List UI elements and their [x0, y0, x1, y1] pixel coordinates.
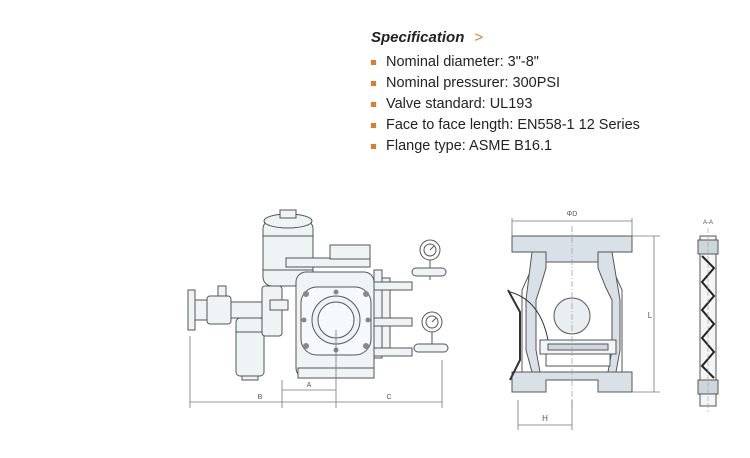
bullet-icon: [371, 60, 376, 65]
spec-item-face-to-face: Face to face length: EN558-1 12 Series: [371, 115, 640, 136]
spec-item-text: Flange type: ASME B16.1: [386, 138, 553, 154]
side-view-drawing: [697, 228, 719, 412]
section-view-drawing: [507, 218, 660, 430]
dimension-d-label: ΦD: [567, 211, 578, 218]
dimension-a-label: A: [307, 382, 312, 389]
spec-item-valve-standard: Valve standard: UL193: [371, 94, 640, 115]
chevron-right-icon[interactable]: >: [474, 29, 484, 46]
dimension-h-label: H: [542, 414, 548, 423]
side-view-label: A-A: [703, 220, 713, 226]
spec-item-flange-type: Flange type: ASME B16.1: [371, 136, 640, 157]
specification-panel: Specification > Nominal diameter: 3"-8" …: [371, 28, 640, 157]
spec-item-nominal-diameter: Nominal diameter: 3"-8": [371, 52, 640, 73]
specification-list: Nominal diameter: 3"-8" Nominal pressure…: [371, 52, 640, 157]
bullet-icon: [371, 102, 376, 107]
specification-title: Specification: [371, 29, 465, 46]
spec-item-text: Nominal diameter: 3"-8": [386, 54, 539, 70]
assembly-view-drawing: [187, 209, 449, 408]
bullet-icon: [371, 123, 376, 128]
spec-item-text: Valve standard: UL193: [386, 96, 533, 112]
bullet-icon: [371, 144, 376, 149]
dimension-l-label: L: [648, 311, 653, 320]
specification-heading[interactable]: Specification >: [371, 28, 640, 48]
spec-item-nominal-pressure: Nominal pressurer: 300PSI: [371, 73, 640, 94]
spec-item-text: Nominal pressurer: 300PSI: [386, 75, 561, 91]
bullet-icon: [371, 81, 376, 86]
spec-item-text: Face to face length: EN558-1 12 Series: [386, 117, 640, 133]
dimension-c-label: C: [386, 394, 391, 401]
dimension-b-label: B: [258, 394, 263, 401]
